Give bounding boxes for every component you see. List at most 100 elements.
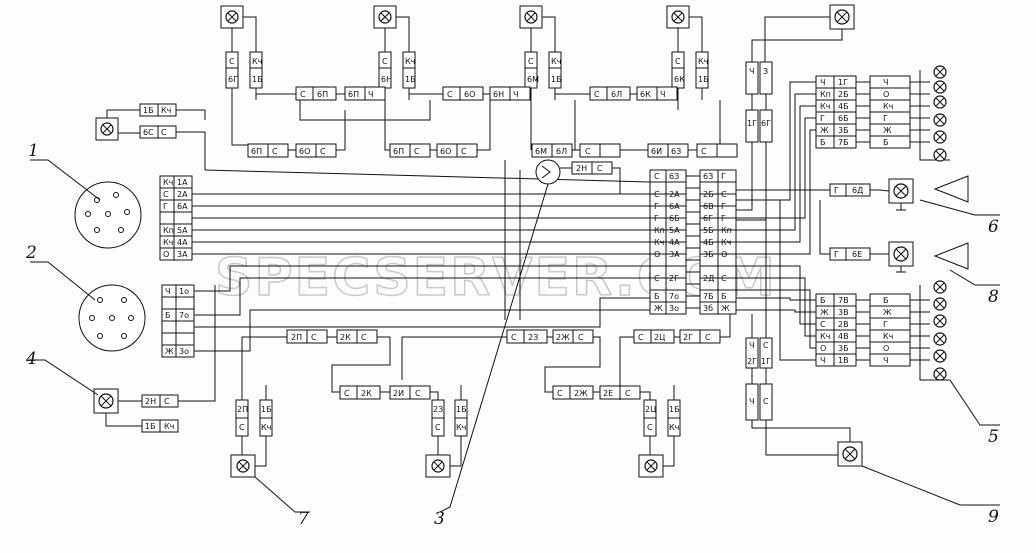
top-row-lower [247, 110, 738, 158]
rvb-3: 2Г [747, 357, 757, 366]
lamp-top-tag-2: Кч [161, 106, 171, 115]
botv-7: 1Б [456, 405, 467, 414]
rbo-1: Б [883, 296, 889, 305]
cl-10: 5А [669, 226, 680, 235]
topv-8: 1Б [405, 75, 416, 84]
toprow-2: 6П [317, 90, 328, 99]
toprow2-7: 6О [440, 147, 451, 156]
cr-18: Б [721, 292, 727, 301]
botrow-12: С [705, 333, 711, 342]
lamp-4 [93, 285, 216, 433]
toprow-12: Ч [660, 90, 665, 99]
topv-9: С [528, 57, 534, 66]
center-connector [649, 169, 737, 315]
lamp-top-tag-1: 1Б [143, 106, 154, 115]
cl-3: С [654, 190, 660, 199]
plug2-pin-1: 1о [179, 287, 189, 296]
rt-8: 6Б [838, 114, 849, 123]
lamp4-tag-2: С [164, 397, 170, 406]
rbo-2: Ж [883, 308, 892, 317]
cr-11: 4Б [703, 238, 714, 247]
cl-17: Б [654, 292, 660, 301]
topv-10: 6М [527, 75, 539, 84]
topv-6: 6Н [381, 75, 392, 84]
toprow2-12: 6И [651, 147, 662, 156]
botv-8: Кч [456, 423, 466, 432]
bottom-row-upper [241, 314, 731, 400]
cr-1: 6З [703, 172, 713, 181]
botv-2: С [239, 423, 245, 432]
toprow-11: 6К [640, 90, 651, 99]
sensor-3 [535, 159, 621, 194]
topv-13: С [675, 57, 681, 66]
cl-6: 6А [669, 202, 680, 211]
right-top-block [736, 70, 950, 255]
botrow2-2: 2К [361, 389, 372, 398]
botrow-4: С [361, 333, 367, 342]
cr-7: 6Г [703, 214, 713, 223]
cl-2: 6З [669, 172, 679, 181]
plug1-pin-1: 1А [177, 178, 188, 187]
toprow2-10: 6Л [556, 147, 567, 156]
conn8-tag-1: Г [834, 250, 839, 259]
toprow2-9: 6М [535, 147, 547, 156]
plug1-pin-6: 3А [177, 250, 188, 259]
toprow2-6: С [414, 147, 420, 156]
conn6-tag-1: Г [834, 186, 839, 195]
botv-3: 1Б [261, 405, 272, 414]
rvt-3: 1Г [747, 119, 757, 128]
topv-3: Кч [252, 57, 262, 66]
topv-11: Кч [551, 57, 561, 66]
cr-17: 7Б [703, 292, 714, 301]
plug2-pin-3: 3о [179, 347, 189, 356]
botrow-8: С [578, 333, 584, 342]
main-harness [192, 160, 651, 352]
cl-8: 6Б [669, 214, 680, 223]
botv-6: С [435, 423, 441, 432]
lamp-top-tag-3: 6С [143, 128, 154, 137]
plug1-color-6: О [163, 250, 169, 259]
cl-9: Кп [654, 226, 665, 235]
botrow-11: 2Г [683, 333, 693, 342]
cl-11: Кч [654, 238, 664, 247]
rbo-6: Ч [883, 356, 888, 365]
rto-5: Ж [883, 126, 892, 135]
rb-10: 3Б [838, 344, 849, 353]
plug1-pin-3: 6А [177, 202, 188, 211]
botrow2-1: С [344, 389, 350, 398]
botrow2-5: С [557, 389, 563, 398]
callout-6: 6 [988, 217, 999, 237]
rt-1: Ч [820, 78, 825, 87]
topv-5: С [382, 57, 388, 66]
botv-1: 2П [237, 405, 248, 414]
topv-1: С [229, 57, 235, 66]
toprow2-8: С [461, 147, 467, 156]
rto-2: О [883, 90, 889, 99]
cr-12: Кч [721, 238, 731, 247]
right-bottom-lamps [933, 280, 947, 381]
botv-10: С [647, 423, 653, 432]
toprow-3: 6П [348, 90, 359, 99]
toprow2-11: С [585, 147, 591, 156]
rvb-2: С [763, 341, 769, 350]
lamp-top-left [95, 103, 206, 170]
top-lamps [220, 5, 703, 52]
callout-2: 2 [25, 243, 37, 263]
cl-18: 7о [669, 292, 679, 301]
plug1-pin-5: 4А [177, 238, 188, 247]
botrow-10: 2Ц [654, 333, 665, 342]
plug-2 [78, 284, 195, 358]
lamp4-tag-4: Кч [164, 422, 174, 431]
botv-9: 2Ц [645, 405, 656, 414]
plug1-color-3: Г [163, 202, 168, 211]
connector-8 [819, 200, 969, 273]
cr-2: Г [721, 172, 726, 181]
right-vertical-bottom [745, 200, 863, 467]
plug1-color-1: Кч [163, 178, 173, 187]
botv-12: Кч [669, 423, 679, 432]
rt-3: Кп [820, 90, 831, 99]
right-bottom-block [736, 200, 950, 381]
cr-6: Г [721, 202, 726, 211]
rb-5: С [820, 320, 826, 329]
cr-9: 5Б [703, 226, 714, 235]
